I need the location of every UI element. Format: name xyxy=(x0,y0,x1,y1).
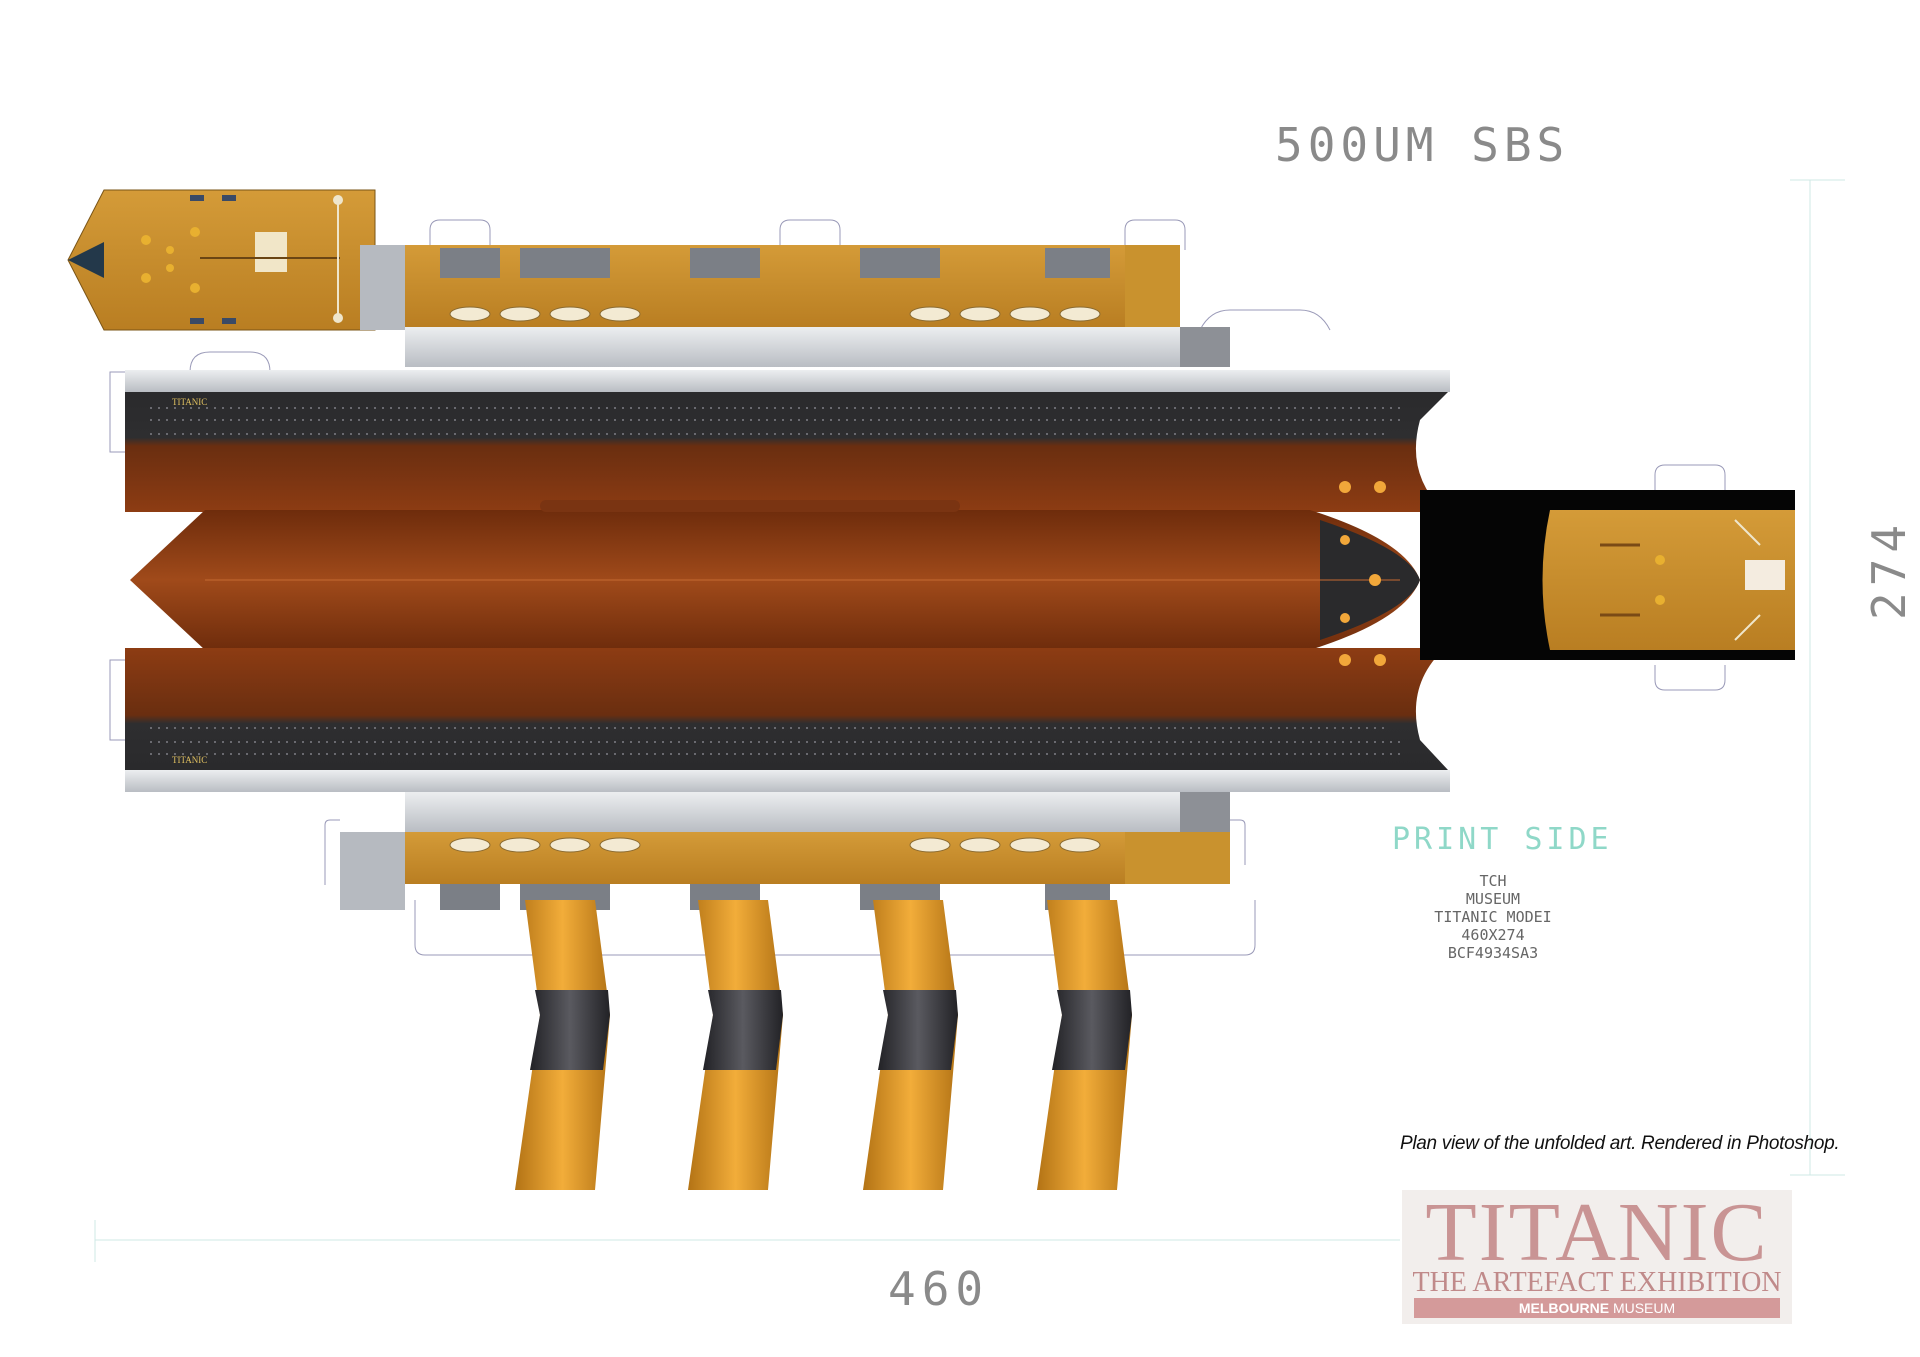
info-line: TITANIC MODEI xyxy=(1434,908,1552,926)
funnel-1 xyxy=(515,900,610,1190)
info-line: TCH xyxy=(1479,872,1507,890)
funnel-2 xyxy=(688,900,783,1190)
hull-side-lower: TITANIC xyxy=(125,648,1448,770)
hull-name-upper: TITANIC xyxy=(172,397,207,407)
upper-superstructure-strip xyxy=(125,245,1450,392)
caption: Plan view of the unfolded art. Rendered … xyxy=(1400,1133,1840,1154)
funnels xyxy=(515,900,1132,1190)
info-line: 460X274 xyxy=(1461,926,1525,944)
funnel-3 xyxy=(863,900,958,1190)
logo-subtitle: THE ARTEFACT EXHIBITION xyxy=(1412,1267,1782,1298)
logo-venue-band: MELBOURNE MUSEUM xyxy=(1414,1298,1780,1318)
dimension-lines xyxy=(94,179,1845,1262)
model-info-block: TCH MUSEUM TITANIC MODEI 460X274 BCF4934… xyxy=(1392,872,1594,962)
hull-bottom xyxy=(130,500,1420,662)
exhibition-logo: TITANIC THE ARTEFACT EXHIBITION MELBOURN… xyxy=(1402,1186,1792,1324)
info-line: MUSEUM xyxy=(1465,890,1521,908)
hull-name-lower: TITANIC xyxy=(172,755,207,765)
print-side-label: PRINT SIDE xyxy=(1392,822,1613,857)
width-dimension-label: 460 xyxy=(888,1262,990,1316)
height-dimension-label: 274 xyxy=(1862,518,1916,620)
forecastle-deck-piece xyxy=(67,189,376,331)
logo-title: TITANIC xyxy=(1425,1186,1769,1279)
hull-side-upper: TITANIC xyxy=(125,392,1448,512)
scale-label: 500UM SBS xyxy=(1275,118,1570,172)
glue-tabs xyxy=(109,219,1726,956)
stern-deck-piece xyxy=(1420,490,1795,660)
lower-superstructure-strip xyxy=(125,770,1450,910)
funnel-4 xyxy=(1037,900,1132,1190)
logo-venue-rest: MUSEUM xyxy=(1612,1300,1676,1316)
info-line: BCF4934SA3 xyxy=(1447,944,1539,962)
logo-venue-bold: MELBOURNE xyxy=(1518,1300,1610,1316)
